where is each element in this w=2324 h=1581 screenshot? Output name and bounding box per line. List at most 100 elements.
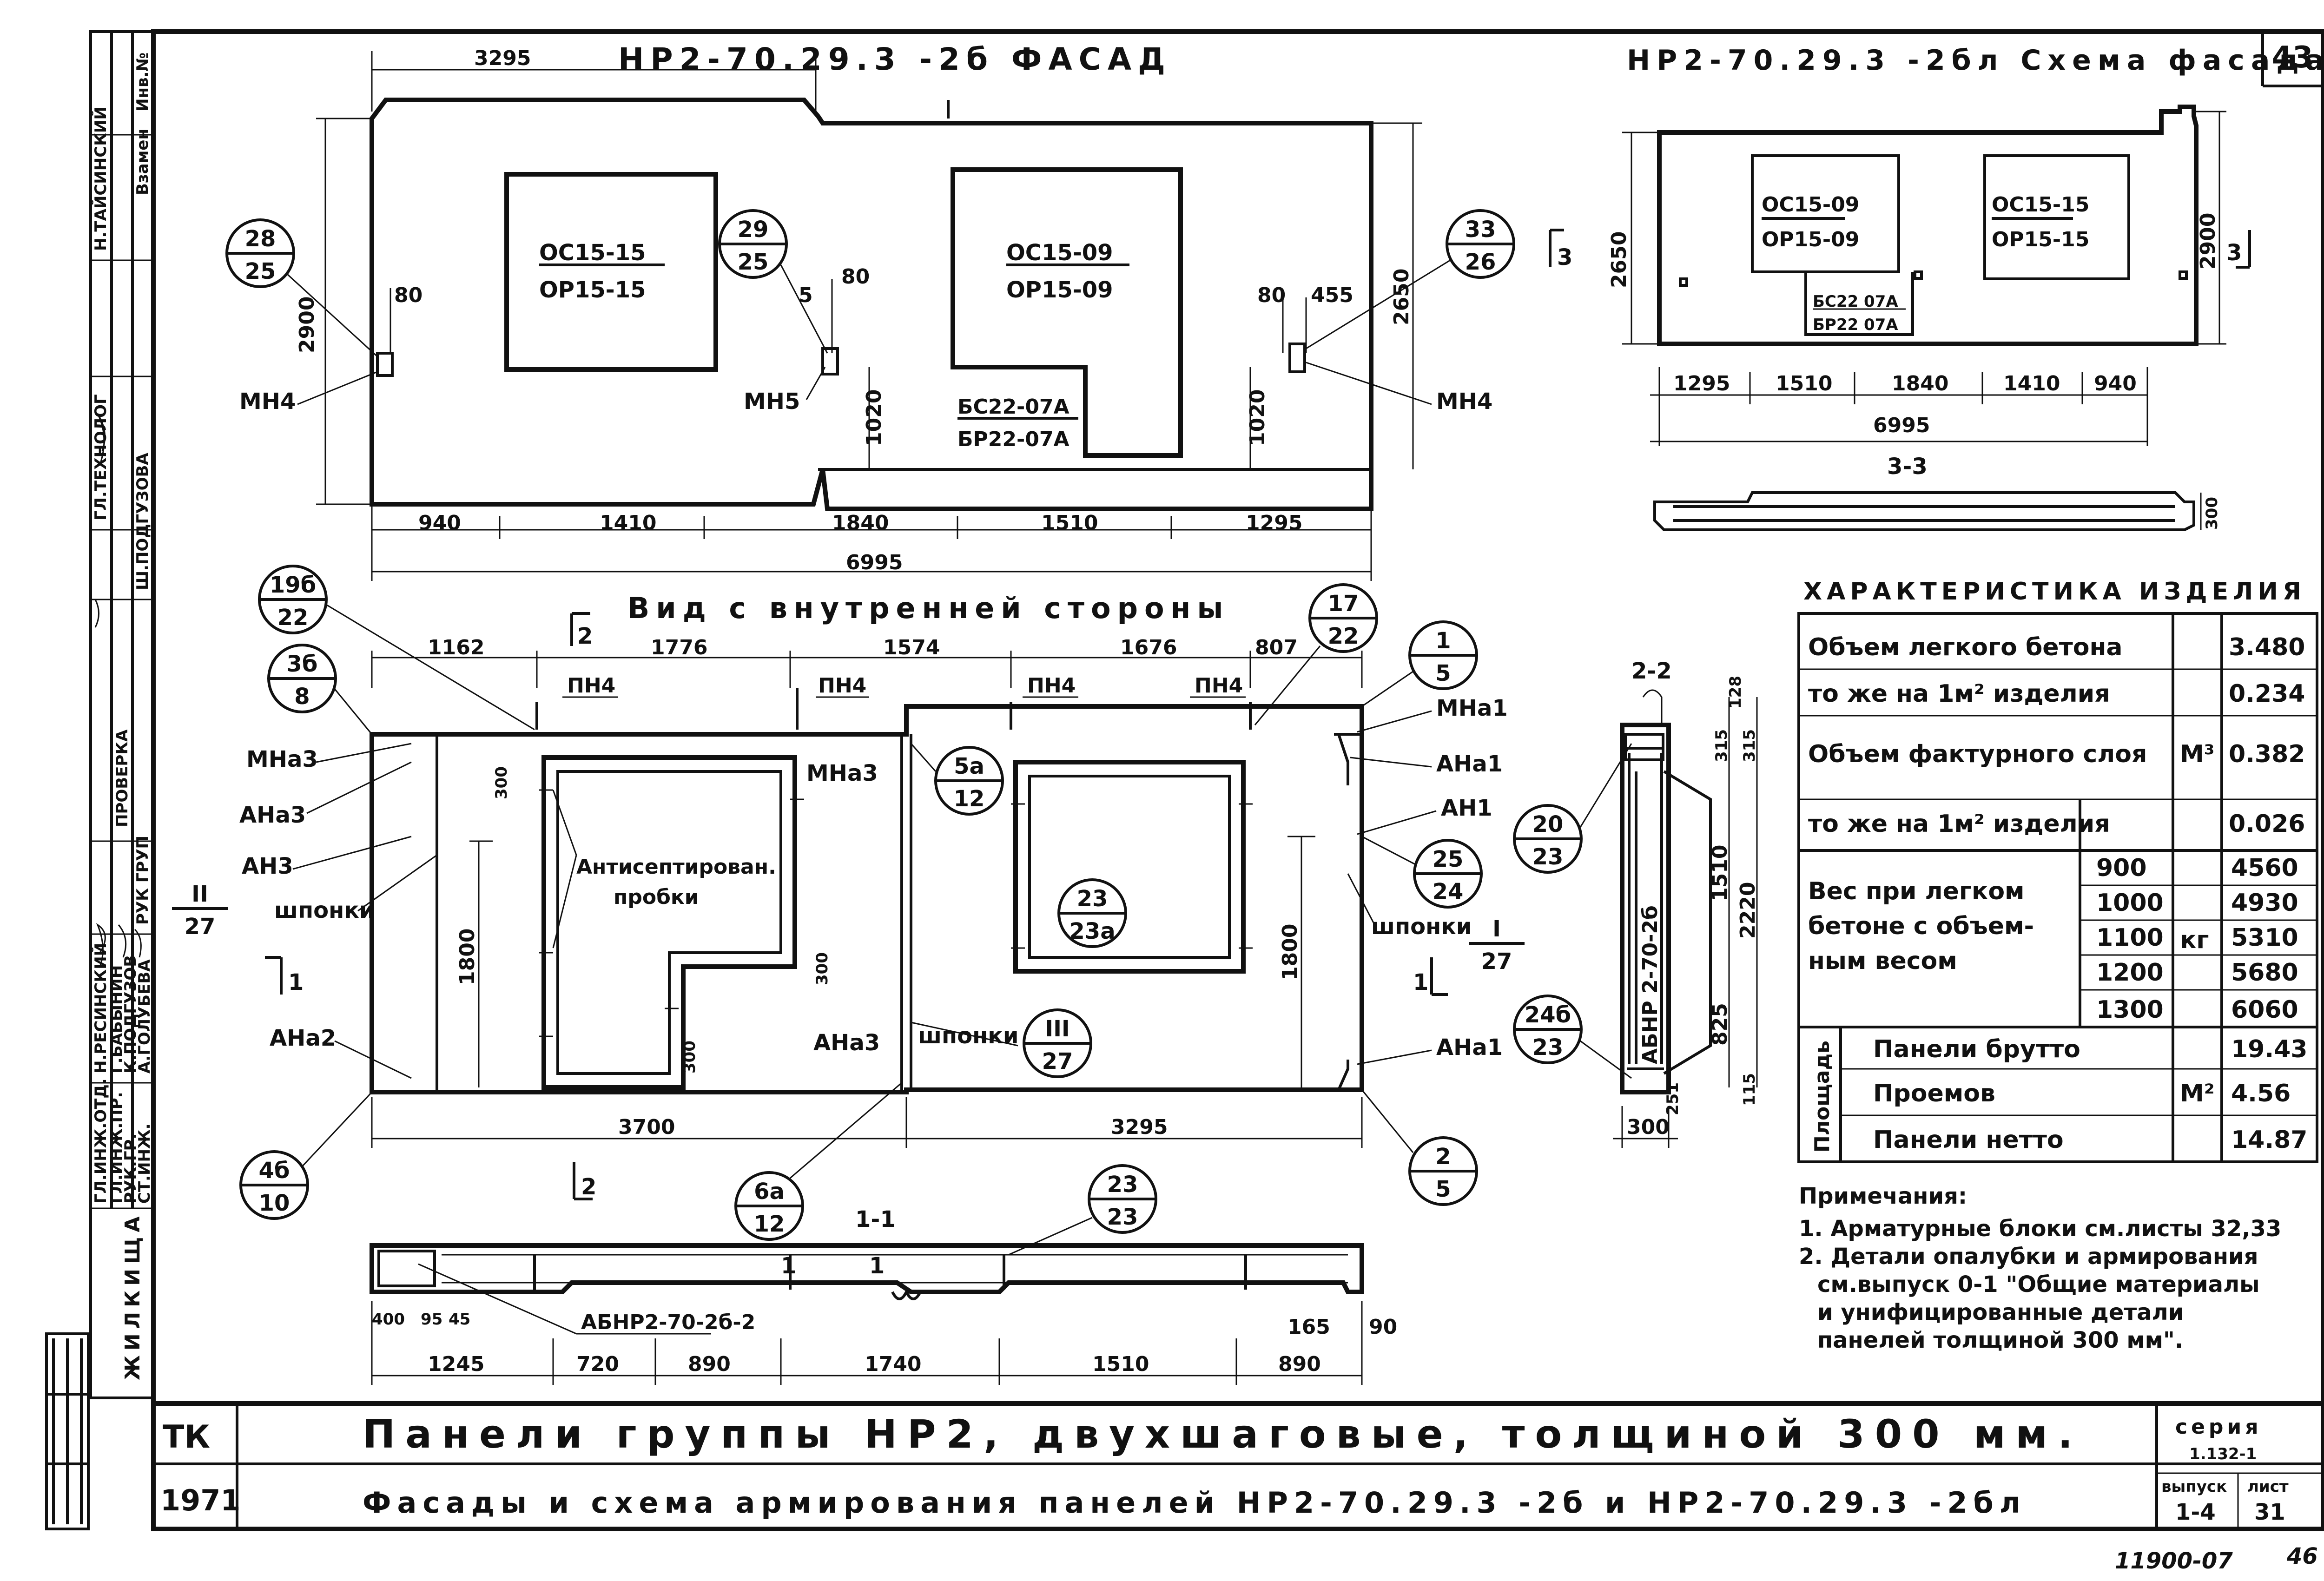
sheet-number: 43 — [2271, 40, 2313, 75]
section-22-dim-2220: 2220 — [1736, 882, 1760, 939]
section-11-dim-1740: 1740 — [865, 1352, 921, 1376]
stamp-tech: ГЛ.ТЕХНОЛОГ — [92, 394, 110, 520]
row-per-m2-1: то же на 1м² изделия — [1808, 680, 2110, 708]
sheet-label: лист — [2247, 1477, 2289, 1496]
pn4-label-4: ПН4 — [1195, 674, 1243, 698]
svg-text:33: 33 — [1465, 217, 1496, 243]
issue-label: выпуск — [2161, 1477, 2227, 1496]
mna3-left-label: МНа3 — [246, 746, 318, 772]
ana3-mid-label: АНа3 — [813, 1030, 880, 1056]
row-per-m2-2: то же на 1м² изделия — [1808, 810, 2110, 838]
title-org: ТК — [163, 1419, 210, 1456]
footer-number: 11900-07 — [2115, 1548, 2233, 1574]
bubble-24b-23: 24б 23 — [1513, 995, 1632, 1079]
inner-dim-300-b: 300 — [813, 952, 832, 985]
section-11-dim-95: 95 — [421, 1310, 442, 1329]
bubble-29-25: 29 25 — [718, 209, 828, 354]
series-label: серия — [2175, 1415, 2262, 1439]
bubble-19b-22: 19б 22 — [258, 565, 535, 731]
inner-dim-1162: 1162 — [428, 636, 484, 659]
stamp-golub: А.ГОЛУБЕВА — [135, 959, 154, 1074]
bubble-5a-12: 5а 12 — [910, 743, 1004, 816]
window2-bottom-label: ОР15-09 — [1006, 277, 1113, 303]
svg-text:23: 23 — [1532, 1034, 1564, 1061]
svg-text:5а: 5а — [954, 753, 984, 779]
inner-dim-300-a: 300 — [492, 766, 511, 799]
section-22-label: 2-2 — [1631, 658, 1672, 684]
mh4-right-detail — [1288, 343, 1306, 373]
svg-text:3б: 3б — [287, 651, 318, 677]
scheme-cut-right: 3 — [2226, 240, 2242, 266]
area-gross-label: Панели брутто — [1873, 1035, 2080, 1063]
section-11-block: АБНР2-70-2б-2 — [581, 1311, 755, 1334]
value-per-m2-2: 0.026 — [2229, 810, 2305, 838]
section-11-dim-45: 45 — [449, 1310, 470, 1329]
svg-text:20: 20 — [1532, 811, 1564, 837]
density-1100: 1100 — [2096, 924, 2164, 952]
stamp-taysin: Н.ТАЙСИНСКИЙ — [91, 106, 110, 251]
svg-text:6а: 6а — [754, 1179, 785, 1205]
section-11-dim-165: 165 — [1287, 1315, 1330, 1339]
facade-dim-1510: 1510 — [1041, 511, 1098, 535]
row-volume-light-concrete: Объем легкого бетона — [1808, 633, 2122, 661]
svg-text:23а: 23а — [1069, 918, 1115, 944]
signature-marks — [94, 413, 142, 967]
facade-dim-1410: 1410 — [600, 511, 656, 535]
svg-text:23: 23 — [1107, 1172, 1138, 1198]
area-openings-value: 4.56 — [2231, 1080, 2291, 1107]
section-11-dim-1245: 1245 — [428, 1352, 484, 1376]
scheme-window-2 — [1983, 154, 2130, 280]
inner-opening-1 — [541, 755, 797, 1090]
stamp-gl-inzh-pr: ГЛ.ИНЖ.ПР. — [107, 1092, 126, 1204]
mh4-right-label: МН4 — [1436, 389, 1492, 415]
value-per-m2-1: 0.234 — [2229, 680, 2305, 708]
notes: Примечания: 1. Арматурные блоки см.листы… — [1799, 1183, 2281, 1353]
section-11-dim-890: 890 — [688, 1352, 731, 1376]
facade-left-dim: 3295 — [474, 46, 531, 70]
inner-view: Вид с внутренней стороны 2 1162 1776 157… — [172, 565, 1525, 1241]
section-22-dim-115: 115 — [1740, 1073, 1759, 1106]
svg-text:25: 25 — [245, 258, 276, 284]
title-block: ТК 1971 Панели группы НР2, двухшаговые, … — [153, 1401, 2323, 1529]
weight-1000: 4930 — [2231, 889, 2298, 917]
scheme-panel-outline — [1657, 105, 2199, 346]
scheme-w1-bottom: ОР15-09 — [1762, 228, 1859, 251]
stamp-babin: Г.БАБЫНИН — [107, 965, 126, 1074]
section-11-mark-1: 1 — [869, 1253, 885, 1279]
stamp-vzamen: Взамен — [133, 129, 152, 195]
area-openings-label: Проемов — [1873, 1080, 1995, 1107]
section-11-label: 1-1 — [855, 1206, 896, 1232]
facade-total-6995: 6995 — [846, 551, 903, 574]
title-year: 1971 — [160, 1483, 241, 1517]
density-1000: 1000 — [2096, 889, 2164, 917]
svg-text:23: 23 — [1107, 1204, 1138, 1230]
area-net-value: 14.87 — [2231, 1126, 2307, 1154]
facade-view: НР2-70.29.3 -2б ФАСАД 3295 ОС15-15 ОР15-… — [225, 41, 1515, 581]
inner-view-title: Вид с внутренней стороны — [627, 591, 1229, 625]
svg-text:4б: 4б — [259, 1158, 290, 1184]
value-volume-facing: 0.382 — [2229, 740, 2305, 768]
facade-dim-1295: 1295 — [1246, 511, 1302, 535]
scheme-section-dim: 300 — [2203, 497, 2221, 530]
facade-height-2900: 2900 — [295, 296, 319, 353]
shponki-right-label: шпонки — [1371, 914, 1472, 940]
svg-text:II: II — [191, 881, 208, 907]
section-2-2: 2-2 АБНР 2-70-2б 128 315 315 1510 2220 8… — [1513, 658, 1760, 1148]
section-11-dim-1510: 1510 — [1092, 1352, 1149, 1376]
svg-text:19б: 19б — [270, 572, 316, 598]
note-2b: см.выпуск 0-1 "Общие материалы — [1817, 1271, 2260, 1298]
stamp-podguz: Ш.ПОДГУЗОВА — [133, 453, 152, 590]
svg-text:26: 26 — [1465, 249, 1496, 275]
bubble-4b-10: 4б 10 — [239, 1091, 373, 1220]
pn4-label-2: ПН4 — [818, 674, 866, 698]
characteristics-table: ХАРАКТЕРИСТИКА ИЗДЕЛИЯ Объем легкого бет… — [1797, 578, 2318, 1163]
svg-text:24б: 24б — [1525, 1002, 1571, 1028]
scheme-height-2650: 2650 — [1607, 231, 1631, 288]
title-line-2: Фасады и схема армирования панелей НР2-7… — [363, 1486, 2027, 1520]
scheme-facade: НР2-70.29.3 -2бл Схема фасада ОС15-09 ОР… — [1549, 44, 2324, 531]
inner-height-1800-left: 1800 — [456, 929, 479, 985]
stamp-podguz2: К.ПОДГУЗОВ — [121, 955, 140, 1074]
side-stamp: Инв.№ Взамен Н.ТАЙСИНСКИЙ ГЛ.ТЕХНОЛОГ Ш.… — [45, 30, 155, 1530]
svg-text:27: 27 — [1042, 1048, 1073, 1074]
area-gross-value: 19.43 — [2231, 1035, 2307, 1063]
